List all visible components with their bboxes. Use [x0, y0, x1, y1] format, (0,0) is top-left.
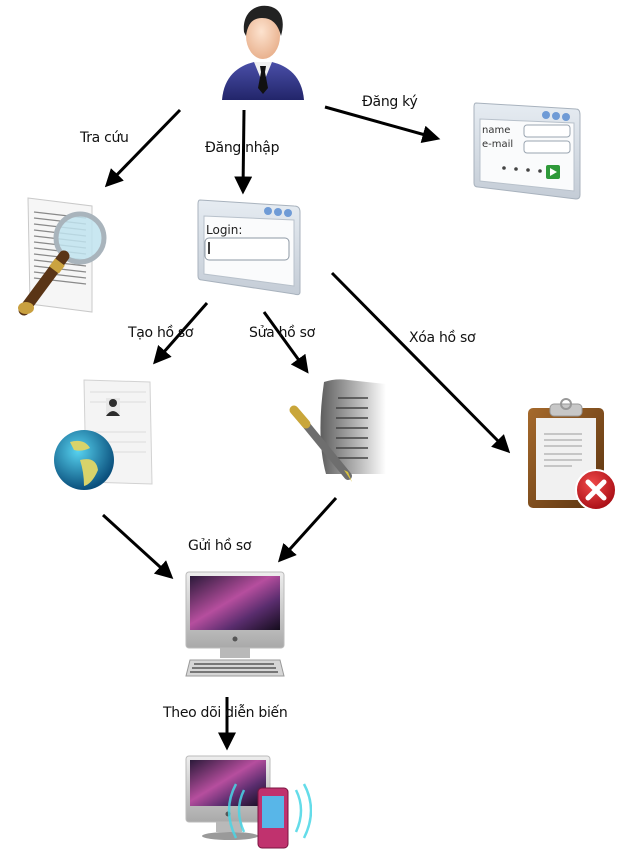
create-profile-node	[50, 376, 160, 494]
login-form-node: Login:	[196, 194, 304, 298]
name-field-label: name	[482, 125, 510, 136]
edge-label-theo-doi: Theo dõi diễn biến	[163, 705, 288, 721]
edge-label-sua-ho-so: Sửa hồ sơ	[249, 325, 315, 341]
track-progress-node	[178, 750, 312, 866]
edge-label-tao-ho-so: Tạo hồ sơ	[128, 325, 194, 341]
user-node	[218, 2, 308, 102]
arrow-gui-ho-so	[277, 496, 338, 563]
computer-phone-icon	[185, 755, 312, 849]
profile-globe-icon	[54, 379, 153, 490]
edge-label-tra-cuu: Tra cứu	[80, 130, 129, 146]
send-profile-node	[180, 570, 290, 682]
register-form-node: name e-mail	[472, 95, 584, 203]
edit-profile-node	[286, 378, 406, 490]
edge-label-dang-nhap: Đăng nhập	[205, 140, 280, 156]
arrow-dang-ky	[324, 105, 441, 144]
document-pen-icon	[289, 379, 386, 482]
computer-icon	[185, 571, 285, 677]
arrow-tao-ho-so	[153, 302, 209, 365]
delete-profile-node	[522, 398, 622, 514]
arrow-tra-cuu	[104, 108, 182, 188]
arrow-dang-nhap	[234, 109, 253, 195]
login-label: Login:	[206, 223, 242, 237]
clipboard-delete-icon	[528, 398, 617, 511]
edge-label-gui-ho-so: Gửi hồ sơ	[188, 538, 252, 554]
login-form-icon: Login:	[197, 199, 301, 296]
user-icon	[222, 5, 304, 100]
arrow-create-to-send	[101, 513, 174, 580]
arrow-xoa-ho-so	[330, 271, 511, 454]
edge-label-dang-ky: Đăng ký	[362, 94, 418, 110]
arrow-sua-ho-so	[262, 311, 309, 374]
lookup-node	[14, 192, 110, 324]
document-search-icon	[18, 197, 107, 316]
email-field-label: e-mail	[482, 139, 513, 150]
edge-label-xoa-ho-so: Xóa hồ sơ	[409, 330, 476, 346]
register-form-icon: name e-mail	[473, 102, 581, 200]
